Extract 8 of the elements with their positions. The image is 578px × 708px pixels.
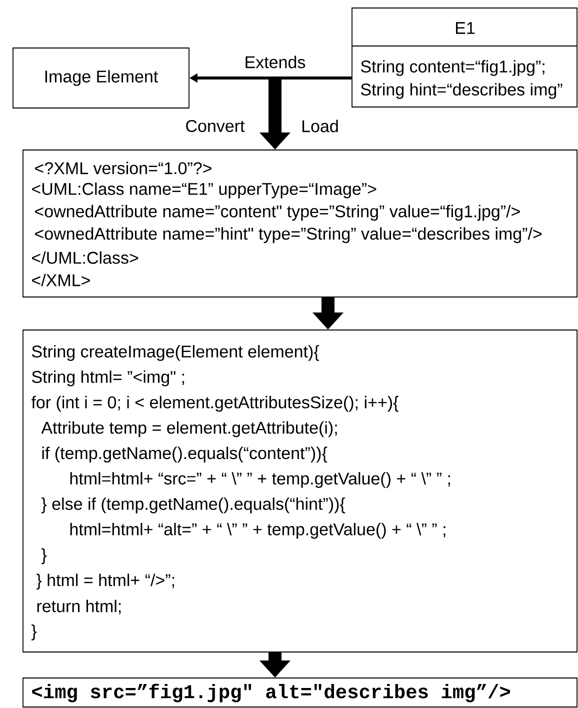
output-box: <img src=”fig1.jpg" alt="describes img”/> [22,678,578,708]
class-box: E1 String content=“fig1.jpg”; String hint=“describes img” [352,8,578,108]
code-box: String createImage(Element element){ String html= ”<img" ; for (int i = 0; i < element.getAttributesSize(); i++){ Attribute temp = element.getAttribute(i); if (temp.getName().equals(“content”)){ html=html+ “src=” + “ \” ” + temp.getValue() + “ \” ” ; } else if (temp.getName().equals(“hint”)){ html=html+ “alt=” + “ \” ” + temp.getValue() + “ \” ” ; } } html = html+ “/>”; return html; } [22,330,578,652]
edge-label: Extends [243,54,307,70]
edge-label: Convert [184,118,246,134]
code-box: <?XML version=“1.0”?> <UML:Class name=“E1” upperType=“Image”> <ownedAttribute name=”content" type=”String” value=“fig1.jpg”/> <ownedAttribute name=”hint" type=”String” value=“describes img”/> </UML:Class> </XML> [22,150,578,298]
class-box: Image Element [12,48,190,108]
text-label: Load [302,120,338,132]
